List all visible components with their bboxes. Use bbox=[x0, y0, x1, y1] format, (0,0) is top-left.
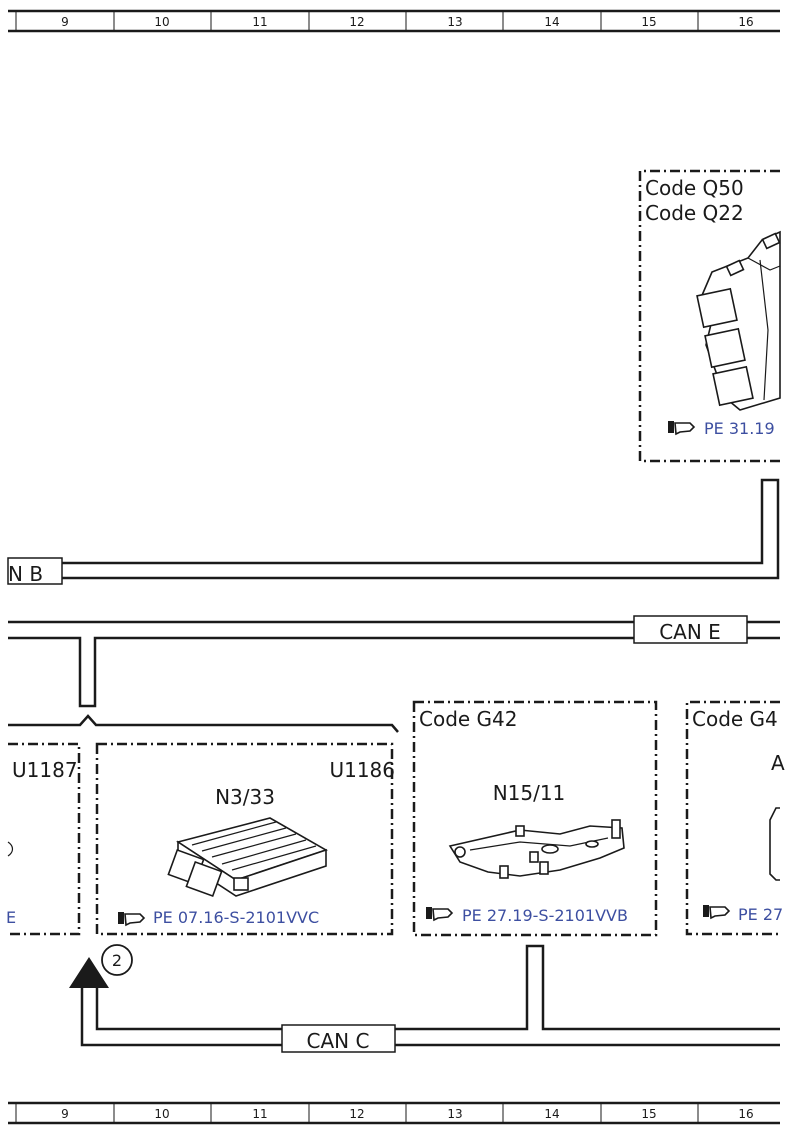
code-label: Code Q50 bbox=[645, 176, 744, 200]
module-u1187[interactable]: U1187 E bbox=[6, 742, 81, 936]
component-name: N15/11 bbox=[493, 781, 566, 805]
reference-link[interactable]: PE 27 bbox=[738, 905, 783, 924]
control-unit-illustration bbox=[696, 230, 781, 411]
component-name: N3/33 bbox=[215, 785, 275, 809]
can-e-bus: CAN E bbox=[8, 615, 780, 708]
reference-link[interactable]: E bbox=[6, 908, 16, 927]
ruler-label: 11 bbox=[252, 15, 267, 29]
pointing-hand-icon bbox=[426, 907, 454, 922]
ruler-label: 14 bbox=[544, 1107, 559, 1121]
ruler-label: 11 bbox=[252, 1107, 267, 1121]
ruler-label: 15 bbox=[641, 15, 656, 29]
ruler-label: 10 bbox=[154, 1107, 169, 1121]
ruler-label: 9 bbox=[61, 1107, 69, 1121]
pointing-hand-icon bbox=[703, 905, 731, 920]
ruler-label: 12 bbox=[349, 15, 364, 29]
ruler-label: 16 bbox=[738, 15, 753, 29]
circled-number-icon: 2 bbox=[101, 944, 133, 976]
ruler-label: 12 bbox=[349, 1107, 364, 1121]
engine-control-unit-illustration bbox=[167, 817, 328, 898]
ruler-label: 9 bbox=[61, 15, 69, 29]
fault-code: U1186 bbox=[329, 758, 395, 782]
module-n3-33[interactable]: U1186 N3/33 PE 07.16-S-2101VVC bbox=[95, 742, 395, 936]
reference-link[interactable]: PE 31.19 bbox=[704, 419, 775, 438]
transmission-control-illustration bbox=[448, 819, 625, 879]
module-q50[interactable]: Code Q50 Code Q22 PE 31.19 bbox=[638, 169, 781, 463]
module-n15-11[interactable]: Code G42 N15/11 PE 27.19-S-2101VVB bbox=[412, 700, 658, 937]
code-label: Code G4 bbox=[692, 707, 778, 731]
ruler-label: 10 bbox=[154, 15, 169, 29]
note-number: 2 bbox=[112, 951, 122, 970]
ruler-label: 14 bbox=[544, 15, 559, 29]
component-name: A bbox=[771, 751, 785, 775]
pointing-hand-icon bbox=[668, 421, 696, 436]
ruler-label: 13 bbox=[447, 1107, 462, 1121]
can-c-bus: CAN C bbox=[80, 944, 780, 1053]
ruler-label: 16 bbox=[738, 1107, 753, 1121]
reference-link[interactable]: PE 27.19-S-2101VVB bbox=[462, 906, 628, 925]
code-label: Code G42 bbox=[419, 707, 518, 731]
ruler-label: 13 bbox=[447, 15, 462, 29]
fault-code: U1187 bbox=[12, 758, 78, 782]
bottom-ruler: 9 10 11 12 13 14 15 16 bbox=[8, 1101, 780, 1125]
top-ruler: 9 10 11 12 13 14 15 16 bbox=[8, 9, 780, 33]
code-label: Code Q22 bbox=[645, 201, 744, 225]
can-b-label: N B bbox=[8, 562, 43, 586]
can-c-label: CAN C bbox=[307, 1029, 370, 1053]
triangle-arrow-icon bbox=[69, 957, 109, 988]
can-b-bus: N B bbox=[7, 478, 780, 586]
pointing-hand-icon bbox=[118, 912, 146, 927]
reference-link[interactable]: PE 07.16-S-2101VVC bbox=[153, 908, 319, 927]
can-e-label: CAN E bbox=[659, 620, 721, 644]
ruler-label: 15 bbox=[641, 1107, 656, 1121]
module-g4[interactable]: Code G4 A PE 27 bbox=[685, 700, 785, 936]
